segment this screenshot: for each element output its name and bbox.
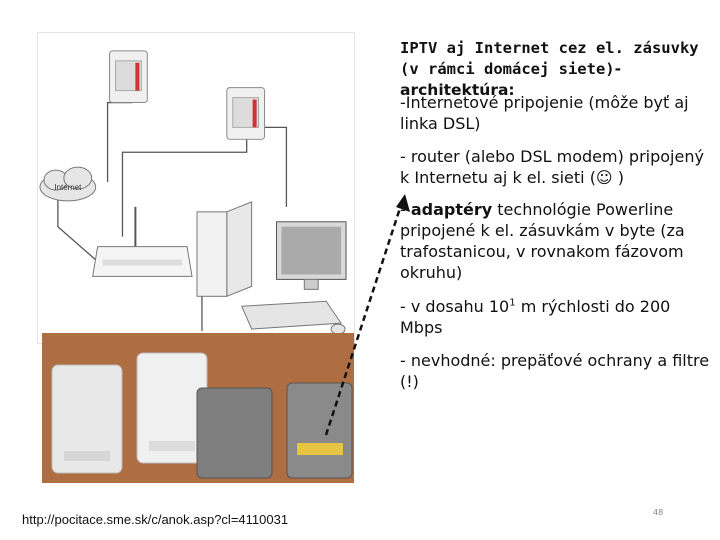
bullet-adapters: - adaptéry technológie Powerline pripoje…: [400, 199, 712, 283]
title-bold: IPTV aj Internet cez el. zásuvky (v rámc…: [400, 39, 699, 78]
internet-cloud-icon: Internet: [39, 166, 97, 202]
computer-tower-icon: [196, 201, 253, 298]
cloud-label: Internet: [54, 183, 82, 192]
slide-title: IPTV aj Internet cez el. zásuvky (v rámc…: [400, 38, 712, 101]
monitor-icon: [275, 221, 347, 290]
page-number: 48: [653, 508, 664, 517]
bullet-range-pre: - v dosahu 10: [400, 297, 510, 316]
bullet-unsuitable: - nevhodné: prepäťové ochrany a filtre (…: [400, 351, 710, 391]
title-rest: - architektúra:: [400, 60, 622, 99]
network-diagram-image: Internet: [37, 32, 355, 344]
bullet-adapters-bold: adaptéry: [410, 200, 493, 219]
router-icon: [92, 206, 193, 277]
bullet-router: - router (alebo DSL modem) pripojený k I…: [400, 147, 704, 187]
source-url-link[interactable]: http://pocitace.sme.sk/c/anok.asp?cl=411…: [22, 512, 289, 527]
powerline-adapters-photo: [42, 333, 354, 483]
keyboard-icon: [240, 300, 342, 330]
bullet-adapters-rest: technológie Powerline pripojené k el. zá…: [400, 200, 685, 282]
bullet-range-sup: 1: [509, 297, 516, 309]
bullet-adapters-prefix: -: [400, 200, 411, 219]
bullet-range: - v dosahu 101 m rýchlosti do 200 Mbps: [400, 296, 712, 338]
bullet-internet: -Internetové pripojenie (môže byť aj lin…: [400, 93, 689, 133]
bullet-range-post: m rýchlosti do 200 Mbps: [400, 297, 671, 337]
powerline-adapter-icon: [109, 50, 148, 104]
